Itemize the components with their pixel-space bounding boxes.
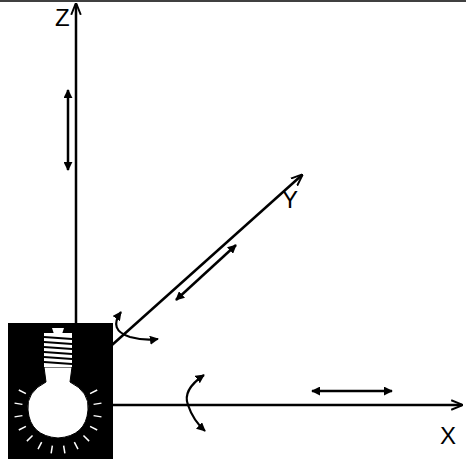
axis-label: Z bbox=[55, 6, 70, 30]
lightbulb-icon bbox=[8, 323, 113, 459]
axis-label: X bbox=[440, 424, 456, 448]
axis-label: Y bbox=[282, 188, 298, 212]
rotation-arrow bbox=[187, 375, 205, 431]
translation-arrow bbox=[312, 390, 392, 393]
translation-arrow bbox=[67, 90, 70, 170]
y-axis bbox=[112, 175, 302, 345]
z-axis bbox=[75, 4, 78, 330]
rotation-arrow bbox=[116, 312, 158, 340]
frame-line bbox=[0, 0, 466, 2]
translation-arrow bbox=[176, 245, 236, 300]
x-axis bbox=[112, 404, 462, 407]
